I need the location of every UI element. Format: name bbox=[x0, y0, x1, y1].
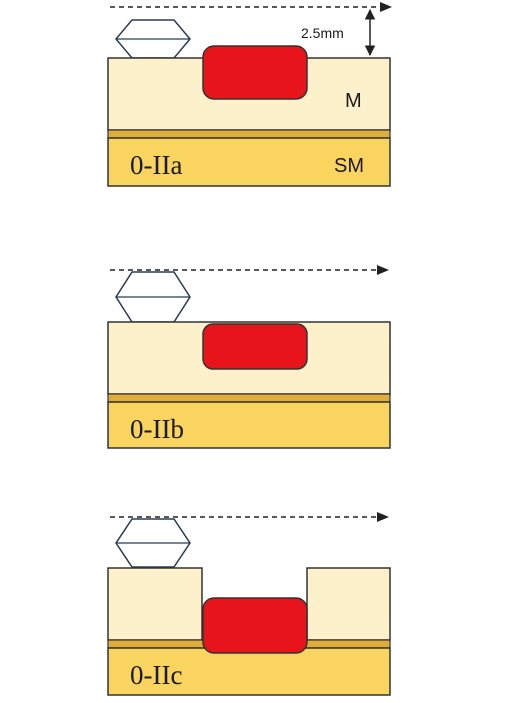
panel-0-IIb: 0-IIb bbox=[107, 265, 391, 449]
lesion bbox=[202, 597, 308, 654]
submucosa-layer bbox=[107, 137, 391, 187]
panel-0-IIa: 2.5mm M SM 0-IIa bbox=[107, 2, 392, 187]
mucosa-layer-left bbox=[107, 567, 203, 641]
panel-label: 0-IIc bbox=[130, 660, 182, 690]
mucosa-layer-right bbox=[306, 567, 391, 641]
panel-0-IIc: 0-IIc bbox=[107, 512, 391, 696]
arrowhead bbox=[377, 265, 389, 275]
arrowhead bbox=[377, 512, 389, 522]
lesion bbox=[202, 323, 308, 370]
muscularis-mucosae-layer bbox=[107, 129, 391, 139]
submucosa-label: SM bbox=[334, 155, 364, 177]
panel-label: 0-IIa bbox=[130, 150, 182, 180]
panel-label: 0-IIb bbox=[130, 414, 184, 444]
hexagonal-probe-icon bbox=[115, 19, 191, 59]
submucosa-layer bbox=[107, 401, 391, 449]
mucosa-label: M bbox=[345, 90, 362, 112]
arrowhead bbox=[380, 2, 392, 12]
muscularis-mucosae-layer bbox=[107, 393, 391, 403]
hexagonal-probe-icon bbox=[115, 271, 191, 323]
lesion bbox=[202, 45, 308, 100]
hexagonal-probe-icon bbox=[115, 518, 191, 568]
depth-label: 2.5mm bbox=[301, 25, 344, 41]
